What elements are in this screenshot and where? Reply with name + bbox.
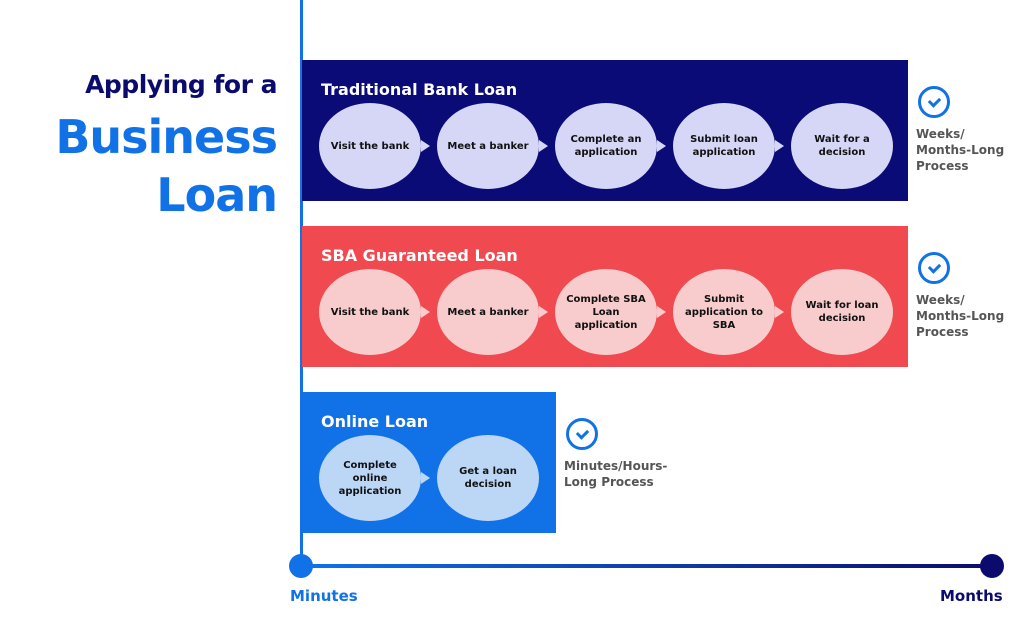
clock-icon xyxy=(918,86,950,118)
arrow-icon xyxy=(421,140,430,152)
step-ellipse: Meet a banker xyxy=(437,103,539,189)
step-ellipse: Wait for loan decision xyxy=(791,269,893,355)
title-line-3: Loan xyxy=(156,168,278,222)
step-ellipse: Visit the bank xyxy=(319,269,421,355)
step-ellipse: Get a loan decision xyxy=(437,435,539,521)
step-ellipse: Complete online application xyxy=(319,435,421,521)
arrow-icon xyxy=(421,472,430,484)
duration-line: Weeks/ xyxy=(916,293,965,307)
loan-title: Online Loan xyxy=(321,412,429,431)
duration-line: Process xyxy=(916,325,969,339)
time-axis xyxy=(301,564,993,568)
arrow-icon xyxy=(657,306,666,318)
duration-line: Months-Long xyxy=(916,309,1005,323)
axis-start-dot xyxy=(289,554,313,578)
title-line-1: Applying for a xyxy=(85,70,277,99)
axis-end-dot xyxy=(980,554,1004,578)
duration-label: Minutes/Hours- Long Process xyxy=(564,458,667,490)
loan-title: SBA Guaranteed Loan xyxy=(321,246,518,265)
title-line-2: Business xyxy=(55,110,278,164)
duration-line: Months-Long xyxy=(916,143,1005,157)
duration-line: Weeks/ xyxy=(916,127,965,141)
arrow-icon xyxy=(657,140,666,152)
step-ellipse: Complete an application xyxy=(555,103,657,189)
duration-line: Minutes/Hours- xyxy=(564,459,668,473)
step-ellipse: Complete SBA Loan application xyxy=(555,269,657,355)
duration-line: Long Process xyxy=(564,475,654,489)
step-ellipse: Wait for a decision xyxy=(791,103,893,189)
clock-icon xyxy=(566,418,598,450)
step-ellipse: Visit the bank xyxy=(319,103,421,189)
step-ellipse: Meet a banker xyxy=(437,269,539,355)
axis-end-label: Months xyxy=(940,587,1003,605)
clock-icon xyxy=(918,252,950,284)
arrow-icon xyxy=(539,306,548,318)
arrow-icon xyxy=(421,306,430,318)
step-ellipse: Submit application to SBA xyxy=(673,269,775,355)
arrow-icon xyxy=(775,306,784,318)
axis-start-label: Minutes xyxy=(290,587,358,605)
arrow-icon xyxy=(539,140,548,152)
vertical-axis xyxy=(300,0,303,566)
step-ellipse: Submit loan application xyxy=(673,103,775,189)
loan-title: Traditional Bank Loan xyxy=(321,80,518,99)
arrow-icon xyxy=(775,140,784,152)
duration-line: Process xyxy=(916,159,969,173)
